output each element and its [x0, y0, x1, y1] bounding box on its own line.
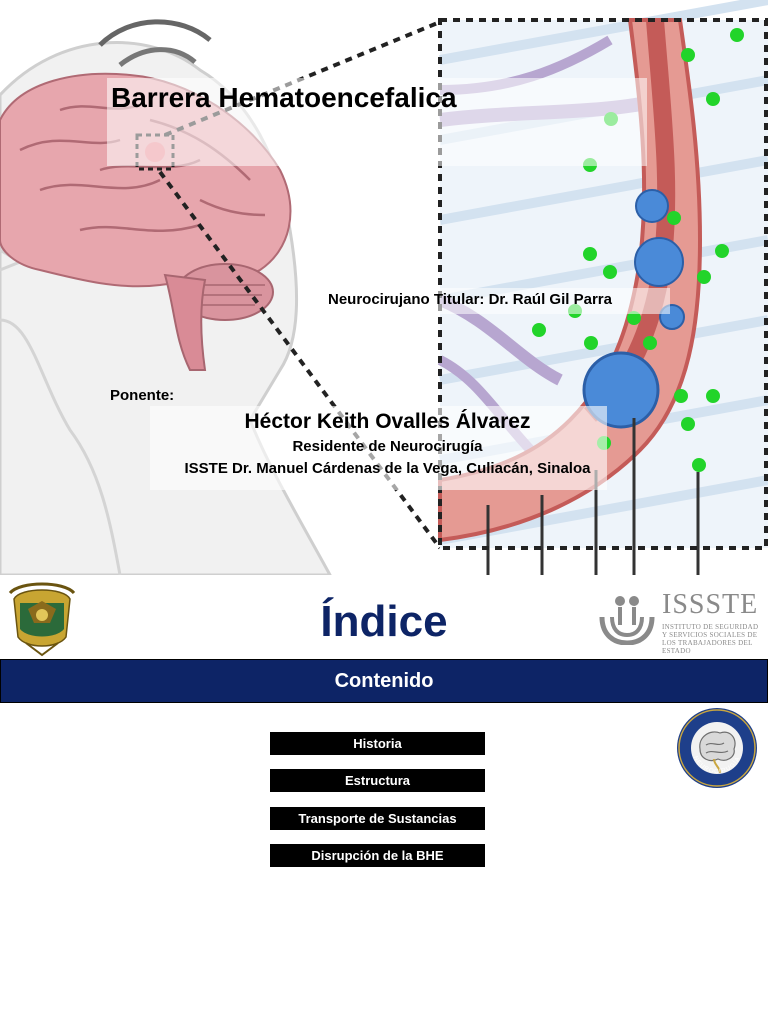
- titular-surgeon: Neurocirujano Titular: Dr. Raúl Gil Parr…: [328, 291, 612, 308]
- ponente-label: Ponente:: [110, 387, 175, 404]
- menu-transporte-button[interactable]: Transporte de Sustancias: [270, 807, 485, 830]
- menu-estructura-button[interactable]: Estructura: [270, 769, 485, 792]
- speaker-role: Residente de Neurocirugía: [292, 438, 483, 455]
- slide-title: Barrera Hematoencefalica: [111, 82, 457, 113]
- index-heading: Índice: [320, 597, 448, 646]
- speaker-institution: ISSTE Dr. Manuel Cárdenas de la Vega, Cu…: [184, 460, 591, 477]
- title-slide: Barrera Hematoencefalica Neurocirujano T…: [0, 0, 768, 575]
- index-slide: Índice ISSSTE INSTITUTO DE SEGURIDAD Y S…: [0, 575, 768, 1024]
- issste-name: ISSSTE: [662, 589, 759, 620]
- neurocirugia-seal: NEUROCIRUGÍA: [677, 708, 757, 788]
- title-backdrop: [107, 78, 647, 166]
- titular-backdrop: [300, 288, 670, 314]
- menu-historia-button[interactable]: Historia: [270, 732, 485, 755]
- issste-emblem-icon: [599, 596, 655, 645]
- uas-shield-logo: [8, 582, 76, 657]
- speaker-name: Héctor Keith Ovalles Álvarez: [244, 410, 531, 433]
- issste-subtitle: INSTITUTO DE SEGURIDAD Y SERVICIOS SOCIA…: [662, 623, 759, 655]
- menu-disrupcion-button[interactable]: Disrupción de la BHE: [270, 844, 485, 867]
- speaker-backdrop: [150, 406, 607, 490]
- contenido-label: Contenido: [334, 670, 434, 692]
- issste-logo: ISSSTE INSTITUTO DE SEGURIDAD Y SERVICIO…: [596, 587, 759, 655]
- speaker-block: Héctor Keith Ovalles Álvarez Residente d…: [140, 408, 635, 480]
- contenido-band: Contenido: [0, 659, 768, 703]
